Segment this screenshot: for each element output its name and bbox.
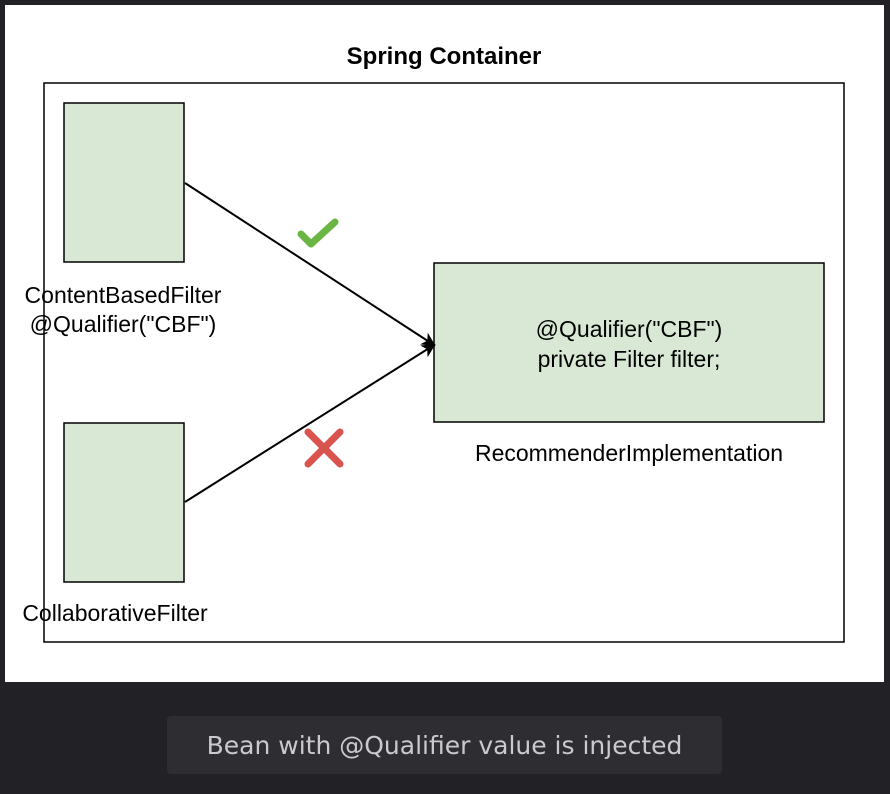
collaborative-filter-label: CollaborativeFilter: [22, 600, 208, 626]
content-based-filter-box: [63, 102, 185, 263]
arrow-content-to-target: [184, 182, 436, 347]
container-title: Spring Container: [347, 43, 542, 70]
check-icon: [297, 218, 339, 248]
caption-text: Bean with @Qualifier value is injected: [206, 730, 683, 760]
target-code-line-2: private Filter filter;: [538, 346, 721, 372]
arrow-collab-to-target: [184, 343, 436, 503]
caption-bar: Bean with @Qualifier value is injected: [167, 716, 722, 774]
content-based-filter-label: ContentBasedFilter: [25, 282, 222, 308]
content-based-filter-qualifier: @Qualifier("CBF"): [30, 311, 217, 337]
cross-icon: [304, 428, 344, 468]
diagram-canvas: Spring Container ContentBasedFilter @Qua…: [5, 5, 884, 682]
diagram: Spring Container ContentBasedFilter @Qua…: [22, 43, 845, 643]
collaborative-filter-box: [63, 422, 185, 583]
target-code-line-1: @Qualifier("CBF"): [536, 316, 723, 342]
recommender-implementation-label: RecommenderImplementation: [475, 440, 783, 466]
recommender-implementation-box: [433, 262, 825, 423]
